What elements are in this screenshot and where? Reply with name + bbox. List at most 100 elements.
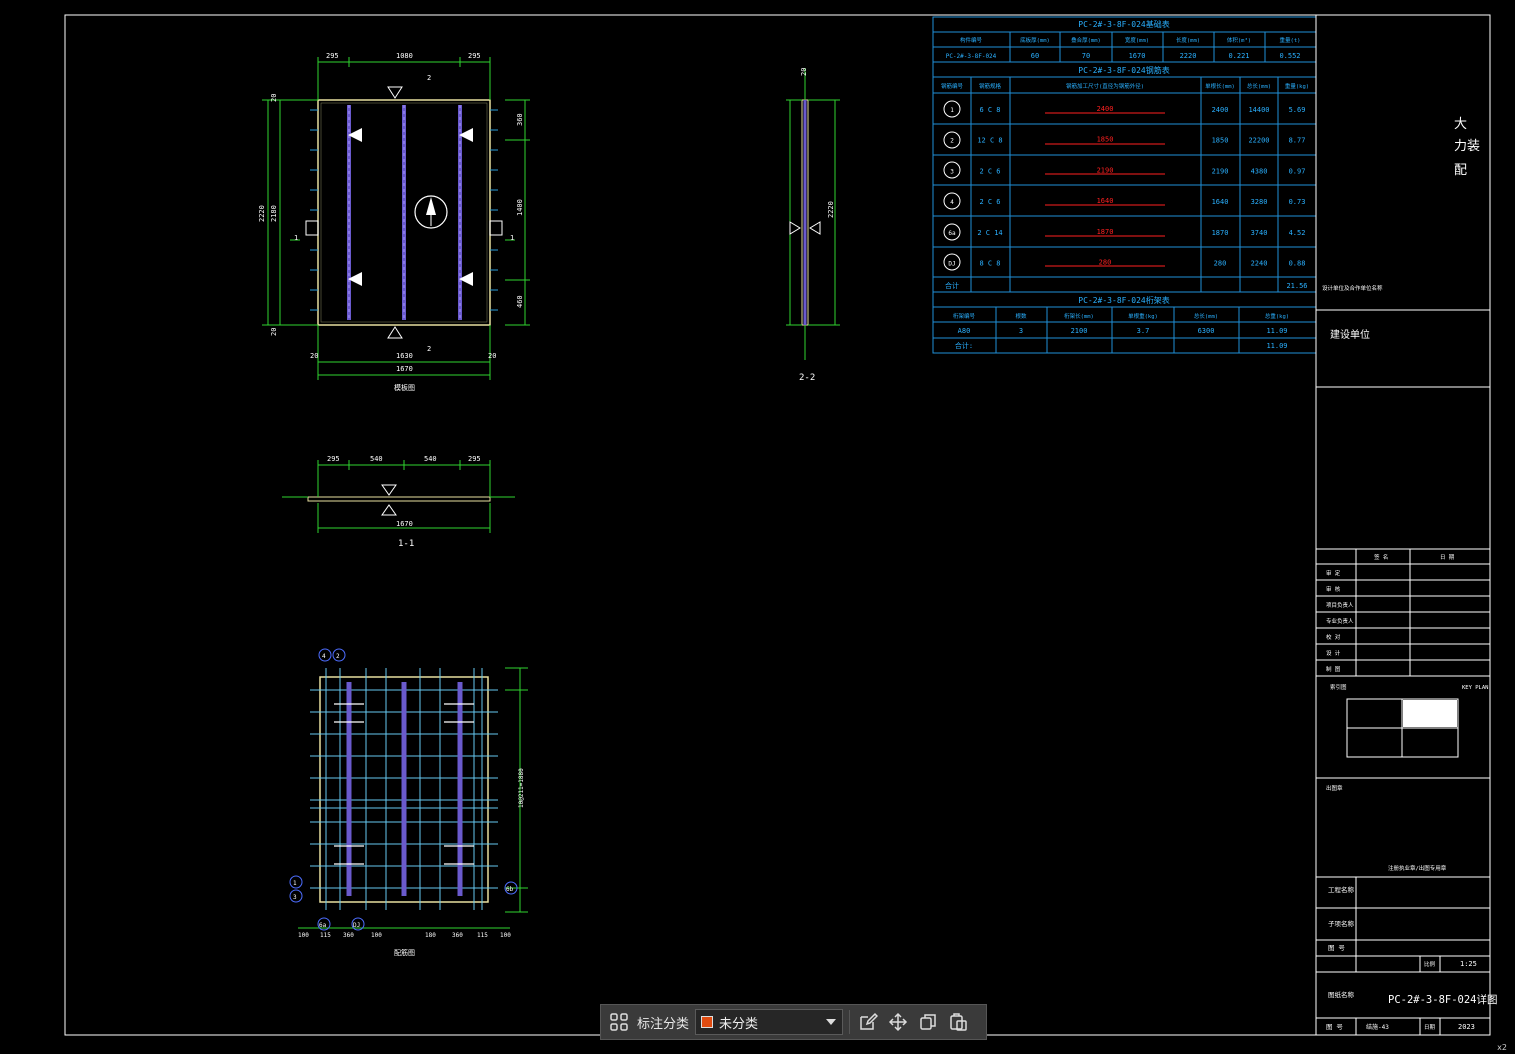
paste-icon[interactable] bbox=[946, 1010, 970, 1034]
rebar-subtotal-label: 合计 bbox=[945, 281, 959, 290]
front-bottom-dim-3: 20 bbox=[488, 352, 496, 360]
table1-cell-7: 0.552 bbox=[1279, 52, 1300, 60]
table1-header-4: 宽度(mm) bbox=[1125, 36, 1149, 44]
rebar-shape-lines bbox=[1045, 112, 1165, 267]
front-right-dim-1: 360 bbox=[516, 113, 524, 126]
rebar-right-dim: 10@211=1880 bbox=[518, 768, 525, 808]
rebar-bottom-dim-7: 115 bbox=[477, 932, 488, 939]
table3-cell-5: 6300 bbox=[1198, 327, 1215, 335]
rebar-bottom-dim-3: 360 bbox=[343, 932, 354, 939]
front-left-dim-2: 2180 bbox=[270, 205, 278, 222]
table1-title: PC-2#-3-8F-024基础表 bbox=[1078, 19, 1169, 29]
rebar-row-id: 1 bbox=[950, 107, 954, 114]
corner-text: x2 bbox=[1497, 1043, 1507, 1052]
front-view[interactable] bbox=[262, 57, 530, 380]
category-select-value: 未分类 bbox=[719, 1016, 759, 1032]
front-right-dim-3: 460 bbox=[516, 295, 524, 308]
rebar-callout-2: 2 bbox=[336, 653, 340, 660]
rebar-row-weight: 8.77 bbox=[1289, 137, 1306, 145]
rebar-view[interactable] bbox=[289, 648, 528, 931]
table3-header-4: 单根重(kg) bbox=[1128, 312, 1158, 320]
category-select[interactable]: 未分类 bbox=[695, 1009, 844, 1035]
rebar-row-length: 2190 bbox=[1212, 167, 1229, 175]
table2-header-2: 钢筋规格 bbox=[979, 82, 1002, 90]
rebar-row-id: DJ bbox=[948, 261, 955, 268]
section-top-dim-2: 540 bbox=[370, 455, 383, 463]
section-caption: 1-1 bbox=[398, 539, 414, 549]
table3-header-2: 根数 bbox=[1015, 312, 1027, 320]
front-left-dim-1: 20 bbox=[270, 94, 278, 102]
role-1: 审 定 bbox=[1326, 569, 1341, 577]
rebar-bottom-dim-8: 100 bbox=[500, 932, 511, 939]
rebar-row-shape: 1870 bbox=[1097, 228, 1114, 236]
rebar-row-shape: 2400 bbox=[1097, 105, 1114, 113]
field-drawing-no: 图 号 bbox=[1328, 944, 1345, 952]
info-table[interactable] bbox=[932, 16, 1317, 354]
front-right-dim-2: 1400 bbox=[516, 199, 524, 216]
date-label: 日期 bbox=[1424, 1024, 1436, 1031]
grid-icon[interactable] bbox=[607, 1010, 631, 1034]
rebar-row-spec: 2 C 6 bbox=[979, 167, 1000, 175]
rebar-row-weight: 0.88 bbox=[1289, 260, 1306, 268]
section-top-dim-3: 540 bbox=[424, 455, 437, 463]
rebar-number-circles bbox=[943, 100, 961, 271]
section-overall-width: 1670 bbox=[396, 520, 413, 528]
table2-header-5: 总长(mm) bbox=[1247, 82, 1271, 90]
key-plan-left-label: 索引图 bbox=[1330, 683, 1347, 691]
table3-cell-3: 2100 bbox=[1071, 327, 1088, 335]
table1-header-3: 叠合厚(mm) bbox=[1071, 36, 1101, 44]
front-bottom-dim-1: 20 bbox=[310, 352, 318, 360]
rebar-bottom-dim-5: 180 bbox=[425, 932, 436, 939]
panel-title: PC-2#-3-8F-024详图 bbox=[1388, 993, 1498, 1006]
no-value: 结施-43 bbox=[1366, 1023, 1389, 1031]
rebar-row-spec: 6 C 8 bbox=[979, 106, 1000, 114]
front-top-dim-2: 1080 bbox=[396, 52, 413, 60]
rebar-row-spec: 2 C 6 bbox=[979, 198, 1000, 206]
table1-cell-6: 0.221 bbox=[1228, 52, 1249, 60]
front-top-dim-1: 295 bbox=[326, 52, 339, 60]
rebar-row-total: 3740 bbox=[1251, 229, 1268, 237]
table3-total: 11.09 bbox=[1266, 342, 1287, 350]
table1-cell-2: 60 bbox=[1031, 52, 1039, 60]
table2-header-3: 钢筋加工尺寸(直径为钢筋外径) bbox=[1066, 82, 1144, 90]
role-4: 专业负责人 bbox=[1326, 617, 1354, 625]
table2-title: PC-2#-3-8F-024钢筋表 bbox=[1078, 65, 1169, 75]
edit-icon[interactable] bbox=[856, 1010, 880, 1034]
scale-value: 1:25 bbox=[1460, 960, 1477, 968]
rebar-row-total: 2240 bbox=[1251, 260, 1268, 268]
field-subitem: 子项名称 bbox=[1328, 919, 1355, 928]
table2-header-4: 单根长(mm) bbox=[1205, 82, 1235, 90]
key-plan-right-label: KEY PLAN bbox=[1462, 685, 1489, 691]
table3-cell-6: 11.09 bbox=[1266, 327, 1287, 335]
side-view[interactable] bbox=[786, 68, 840, 360]
side-top-dim: 20 bbox=[800, 68, 808, 76]
rebar-row-spec: 8 C 8 bbox=[979, 260, 1000, 268]
chevron-down-icon bbox=[826, 1019, 837, 1025]
section-view[interactable] bbox=[282, 460, 515, 533]
rebar-row-weight: 0.97 bbox=[1289, 167, 1306, 175]
rebar-callout-dj: DJ bbox=[353, 922, 360, 929]
annotation-toolbar[interactable]: 标注分类 未分类 bbox=[600, 1004, 987, 1040]
rebar-row-spec: 12 C 8 bbox=[977, 137, 1002, 145]
table1-cell-3: 70 bbox=[1082, 52, 1090, 60]
sign-header-date: 日 期 bbox=[1440, 554, 1455, 561]
table3-cell-4: 3.7 bbox=[1137, 327, 1150, 335]
rebar-row-length: 1850 bbox=[1212, 137, 1229, 145]
rebar-row-total: 22200 bbox=[1248, 137, 1269, 145]
side-caption: 2-2 bbox=[799, 373, 815, 383]
rebar-row-total: 14400 bbox=[1248, 106, 1269, 114]
table1-cell-1: PC-2#-3-8F-024 bbox=[946, 53, 997, 60]
copy-icon[interactable] bbox=[916, 1010, 940, 1034]
build-unit-label: 建设单位 bbox=[1330, 328, 1370, 341]
table3-header-3: 桁架长(mm) bbox=[1064, 312, 1094, 320]
rebar-callout-6b: 6b bbox=[506, 886, 514, 893]
rebar-bottom-dim-2: 115 bbox=[320, 932, 331, 939]
role-3: 项目负责人 bbox=[1326, 601, 1354, 609]
move-icon[interactable] bbox=[886, 1010, 910, 1034]
front-section-tag-top: 2 bbox=[427, 74, 431, 82]
title-block[interactable] bbox=[1315, 15, 1490, 1035]
front-overall-width: 1670 bbox=[396, 365, 413, 373]
front-overall-height: 2220 bbox=[258, 205, 266, 222]
category-label: 标注分类 bbox=[637, 1016, 690, 1032]
